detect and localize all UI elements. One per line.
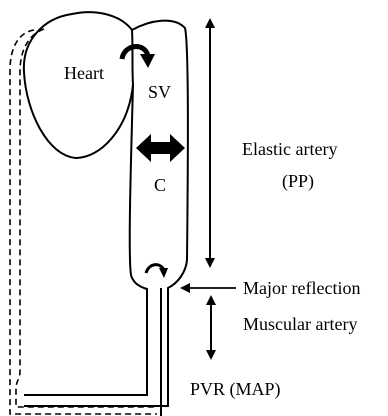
compliance-double-arrow <box>136 134 185 162</box>
venous-return-dashed-inner <box>16 29 157 407</box>
muscular-artery-label: Muscular artery <box>243 314 357 334</box>
heart-label: Heart <box>64 63 104 83</box>
heart-outline <box>24 12 133 158</box>
pp-label: (PP) <box>282 171 314 192</box>
elastic-artery-outline <box>132 21 188 416</box>
stroke-volume-arrowhead <box>140 54 155 68</box>
sv-label: SV <box>148 82 171 102</box>
elastic-artery-span-bottom-arrowhead <box>205 258 215 268</box>
muscular-artery-outer-wall <box>24 288 161 406</box>
c-label: C <box>154 175 166 195</box>
venous-return-dashed-outer <box>10 30 157 414</box>
elastic-artery-span-top-arrowhead <box>205 18 215 28</box>
muscular-artery-span-bottom-arrowhead <box>206 350 216 360</box>
major-reflection-label: Major reflection <box>243 278 360 298</box>
muscular-artery-span-top-arrowhead <box>206 295 216 305</box>
reflection-arrowhead <box>159 268 168 278</box>
elastic-artery-label: Elastic artery <box>242 139 337 159</box>
major-reflection-arrowhead <box>180 283 190 293</box>
pvr-map-label: PVR (MAP) <box>190 379 281 400</box>
